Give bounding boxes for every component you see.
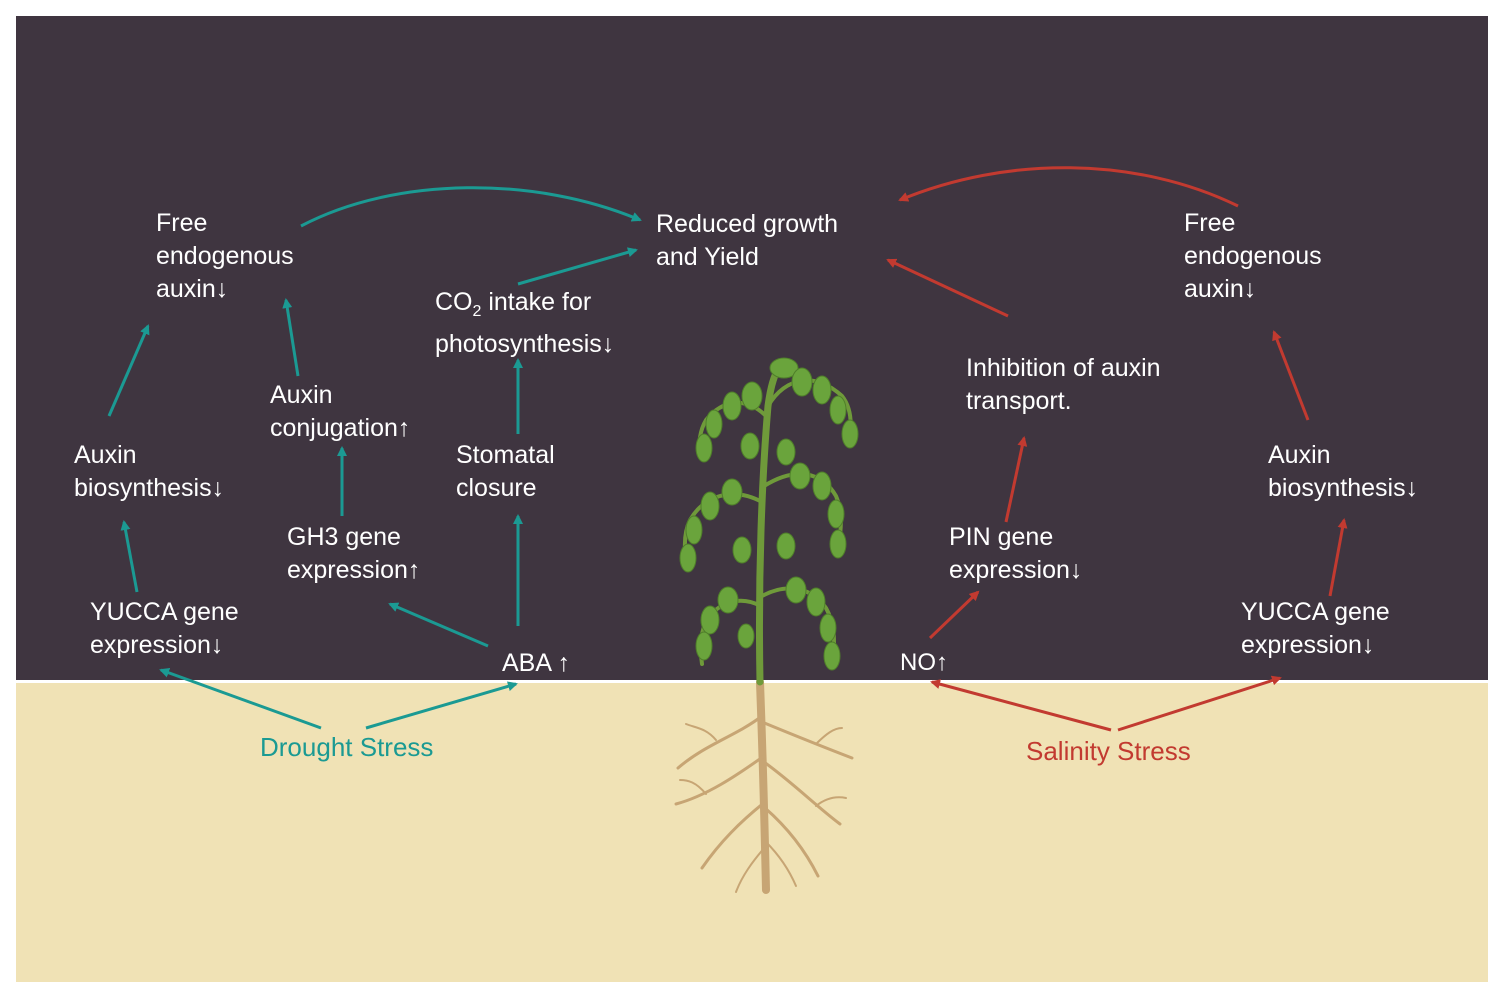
co2-prefix: CO [435,288,473,316]
node-line: Auxin [270,381,333,409]
arrow-co2-to-reduced-growth [517,247,638,286]
co2-rest: intake for [481,288,592,316]
arrow-salinity-to-yucca [1117,675,1282,732]
arrow-yucca-to-biosynthesis [120,520,139,593]
arrow-salinity-to-no [930,679,1112,732]
ground-line [16,680,1488,683]
node-line: PIN gene [949,523,1054,551]
drought-stress-label: Drought Stress [260,732,434,762]
node-line: YUCCA gene [90,598,239,626]
arrow-conjugation-to-free-auxin [282,298,300,377]
drought-yucca-node: YUCCA gene expression↓ [90,596,239,662]
drought-co2-node: CO2 intake for photosynthesis↓ [435,286,614,361]
salinity-free-auxin-node: Free endogenous auxin↓ [1184,207,1322,306]
dark-background [16,16,1488,682]
salinity-yucca-node: YUCCA gene expression↓ [1241,596,1390,662]
node-line: auxin↓ [156,275,229,303]
co2-subscript: 2 [472,303,482,320]
node-line: expression↓ [90,631,224,659]
co2-line1: CO2 intake for [435,286,614,328]
node-line: ABA ↑ [502,649,571,677]
node-line: biosynthesis↓ [1268,474,1419,502]
arrow-free-auxin-to-reduced-growth [300,186,642,228]
arrow-drought-to-yucca [159,668,322,730]
drought-auxin-biosynthesis-node: Auxin biosynthesis↓ [74,439,224,505]
drought-aba-node: ABA ↑ [502,647,570,680]
salinity-no-node: NO↑ [900,646,948,679]
arrow-no-to-pin [928,590,980,640]
leaves [679,357,859,671]
drought-stomatal-node: Stomatal closure [456,439,555,505]
arrow-biosynthesis-to-free-auxin-salinity [1272,330,1310,421]
roots [674,678,854,894]
arrow-aba-to-gh3 [388,602,489,648]
node-line: auxin↓ [1184,275,1257,303]
node-line: biosynthesis↓ [74,474,225,502]
node-line: Inhibition of auxin [966,354,1161,382]
drought-free-auxin-node: Free endogenous auxin↓ [156,207,294,306]
salinity-auxin-biosynthesis-node: Auxin biosynthesis↓ [1268,439,1418,505]
node-line: Stomatal [456,441,555,469]
arrow-free-auxin-to-reduced-growth-salinity [898,166,1239,208]
node-line: conjugation↑ [270,414,411,442]
arrow-biosynthesis-to-free-auxin [107,324,150,417]
salinity-stress-label: Salinity Stress [1026,736,1191,766]
node-line: Free [156,209,208,237]
node-line: NO↑ [900,649,948,676]
node-line: expression↑ [287,556,421,584]
node-line: Free [1184,209,1236,237]
node-line: endogenous [1184,242,1322,270]
node-line: transport. [966,387,1072,415]
node-line: Auxin [74,441,137,469]
drought-auxin-conjugation-node: Auxin conjugation↑ [270,379,410,445]
node-line: endogenous [156,242,294,270]
co2-line2: photosynthesis↓ [435,330,615,358]
node-line: closure [456,474,537,502]
reduced-growth-line1: Reduced growth [656,210,839,238]
arrow-pin-to-inhibition [1004,436,1028,523]
node-line: Auxin [1268,441,1331,469]
salinity-inhibition-node: Inhibition of auxin transport. [966,352,1161,418]
soil-background [16,682,1488,982]
arrows-layer [107,166,1348,732]
node-line: YUCCA gene [1241,598,1390,626]
plant-illustration [674,357,859,894]
node-line: GH3 gene [287,523,401,551]
node-line: expression↓ [1241,631,1375,659]
auxin-stress-diagram: Reduced growth and Yield Free endogenous… [16,16,1488,982]
reduced-growth-label: Reduced growth and Yield [656,208,838,274]
salinity-pin-node: PIN gene expression↓ [949,521,1082,587]
arrow-inhibition-to-reduced-growth [886,258,1009,318]
drought-gh3-node: GH3 gene expression↑ [287,521,420,587]
arrow-yucca-to-biosynthesis-salinity [1328,518,1348,597]
arrow-drought-to-aba [365,681,518,730]
node-line: expression↓ [949,556,1083,584]
reduced-growth-line2: and Yield [656,243,759,271]
